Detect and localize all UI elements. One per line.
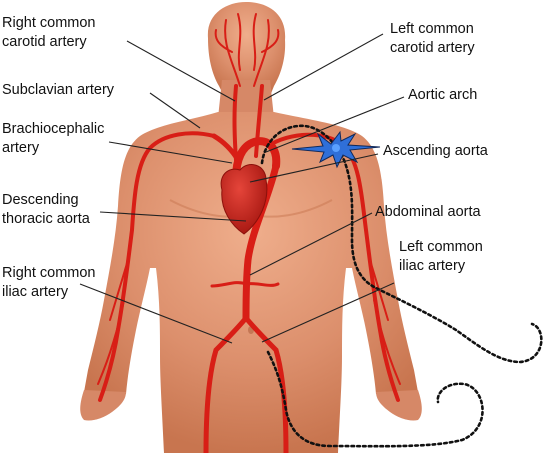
left-hand (376, 390, 422, 421)
head (207, 2, 286, 96)
right-common-carotid (232, 84, 238, 162)
aortic-arch (232, 137, 281, 182)
leader-ascending-aorta (249, 153, 379, 183)
heart (220, 164, 268, 235)
label-descending-thoracic-aorta: Descending thoracic aorta (2, 192, 90, 227)
head-arteries (214, 13, 280, 87)
right-hand (80, 390, 126, 421)
marker-center (332, 144, 340, 152)
leader-left-common-iliac (261, 282, 395, 343)
left-arm-artery (266, 132, 400, 402)
heart-shape (220, 164, 268, 235)
left-common-iliac (243, 315, 289, 453)
leader-right-common-carotid (126, 40, 236, 102)
right-forearm-branches (97, 259, 129, 385)
leader-descending-thoracic (99, 211, 247, 222)
right-arm-artery (98, 131, 216, 402)
label-brachiocephalic-artery: Brachiocephalic artery (2, 121, 105, 156)
leader-subclavian (149, 92, 201, 129)
leader-right-common-iliac (79, 283, 233, 344)
left-common-carotid (254, 84, 264, 158)
leader-abdominal-aorta (249, 212, 373, 276)
label-ascending-aorta: Ascending aorta (383, 143, 488, 159)
leader-aortic-arch (265, 96, 405, 153)
label-left-common-carotid: Left common carotid artery (390, 21, 475, 56)
leader-brachiocephalic (108, 141, 233, 164)
leader-left-common-carotid (263, 33, 384, 101)
label-right-common-iliac-artery: Right common iliac artery (2, 265, 96, 300)
catheter-path-lower (266, 350, 484, 448)
blue-star-burst-icon (291, 130, 381, 169)
label-right-common-carotid: Right common carotid artery (2, 15, 96, 50)
catheter-path (260, 124, 543, 364)
renal-branches (210, 281, 280, 288)
arteries (97, 13, 401, 453)
right-common-iliac (203, 315, 249, 453)
leader-lines (79, 33, 405, 344)
brachiocephalic (211, 133, 241, 163)
descending-aorta (242, 162, 280, 322)
label-left-common-iliac-artery: Left common iliac artery (399, 239, 483, 274)
label-abdominal-aorta: Abdominal aorta (375, 204, 481, 220)
label-subclavian-artery: Subclavian artery (2, 82, 115, 98)
label-aortic-arch: Aortic arch (408, 87, 478, 103)
